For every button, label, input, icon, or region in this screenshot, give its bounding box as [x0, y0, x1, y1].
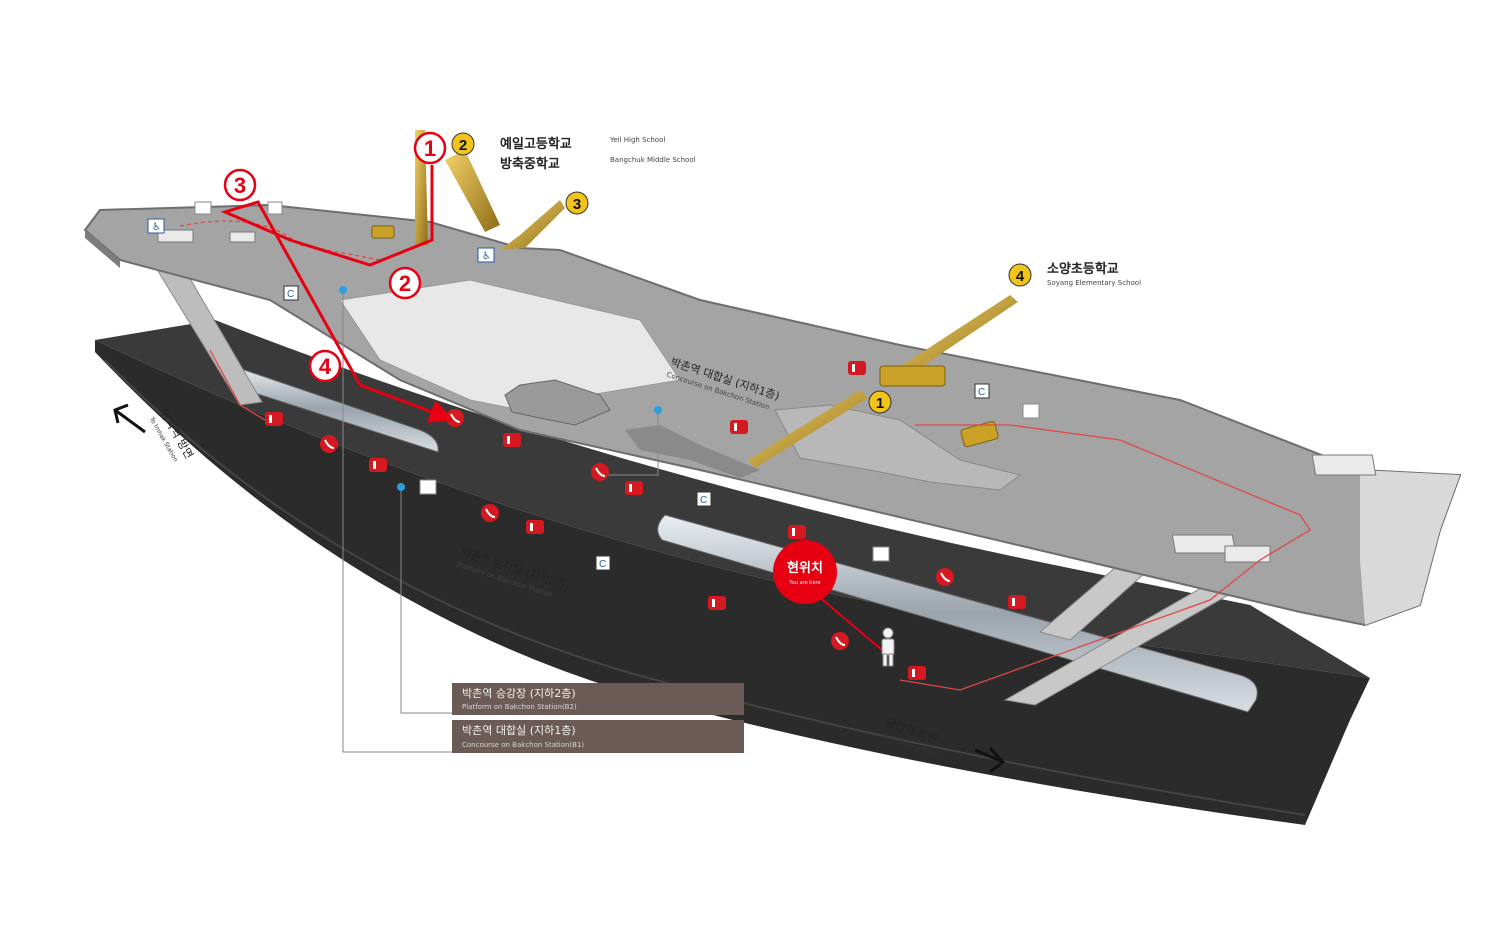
elevator-icon: ♿ [477, 247, 495, 263]
fire-extinguisher-icon [625, 481, 643, 495]
route-marker-3: 3 [223, 168, 257, 202]
platform-level [95, 320, 1370, 825]
telephone-icon [446, 409, 464, 427]
you-are-here-sub: You are here [788, 580, 820, 586]
svg-text:♿: ♿ [482, 251, 491, 262]
exit-2-name-en: Yeil High School [609, 136, 665, 144]
route-marker-1-label: 1 [424, 136, 436, 161]
telephone-icon [320, 435, 338, 453]
telephone-icon [831, 632, 849, 650]
telephone-icon [936, 568, 954, 586]
phone-booth-icon: C [974, 383, 990, 399]
exit-4-number: 4 [1016, 268, 1025, 285]
route-marker-2-label: 2 [399, 271, 411, 296]
exit-1-number: 1 [876, 395, 884, 412]
exit-badges: 1 2 3 4 [451, 132, 1032, 414]
svg-text:C: C [700, 495, 707, 506]
fire-extinguisher-icon [503, 433, 521, 447]
fire-extinguisher-icon [908, 666, 926, 680]
fire-extinguisher-icon [1008, 595, 1026, 609]
elevator-icon: ♿ [147, 218, 165, 234]
route-marker-2: 2 [388, 266, 422, 300]
exit-badge-4: 4 [1008, 263, 1032, 287]
legend-concourse: 박촌역 대합실 (지하1층) Concourse on Bakchon Stat… [452, 720, 744, 753]
person-icon [881, 627, 895, 667]
fire-extinguisher-icon [265, 412, 283, 426]
restroom-icon [194, 201, 212, 215]
exit-stairs [371, 130, 1018, 468]
you-are-here-label: 현위치 [787, 560, 823, 576]
exit-badge-1: 1 [868, 390, 892, 414]
phone-booth-icon: C [283, 285, 299, 301]
restroom-icon [872, 546, 890, 562]
phone-booth-icon: C [595, 555, 611, 571]
legend-concourse-ko: 박촌역 대합실 (지하1층) [462, 723, 576, 737]
svg-text:C: C [287, 289, 294, 300]
exit-badge-2: 2 [451, 132, 475, 156]
exit-2-name: 예일고등학교 [500, 136, 572, 152]
legend-platform: 박촌역 승강장 (지하2층) Platform on Bakchon Stati… [452, 683, 744, 715]
exit-badge-3: 3 [565, 191, 589, 215]
exit-3-name-en: Bangchuk Middle School [610, 156, 696, 164]
fire-extinguisher-icon [526, 520, 544, 534]
route-marker-3-label: 3 [234, 173, 246, 198]
concourse-level [83, 203, 1462, 627]
restroom-icon [267, 201, 283, 215]
legend-leader-lines [339, 286, 662, 753]
exit-3-number: 3 [573, 196, 581, 213]
legend-platform-ko: 박촌역 승강장 (지하2층) [462, 686, 576, 700]
telephone-icon [591, 463, 609, 481]
fire-extinguisher-icon [730, 420, 748, 434]
svg-text:C: C [978, 387, 985, 398]
route-marker-4-label: 4 [319, 354, 332, 379]
restroom-icon [1022, 403, 1040, 419]
restroom-icon [419, 479, 437, 495]
you-are-here-marker: 현위치 You are here [773, 540, 895, 667]
arrow-left-icon [113, 403, 146, 434]
fire-extinguisher-icon [848, 361, 866, 375]
train-left [229, 364, 439, 453]
fire-extinguisher-icon [708, 596, 726, 610]
pillar [149, 257, 1292, 706]
phone-booth-icon: C [696, 491, 712, 507]
exit-4-name: 소양초등학교 [1047, 261, 1119, 277]
exit-3-name: 방축중학교 [500, 156, 560, 172]
route-markers: 1 2 3 4 [223, 131, 447, 383]
info-icons: ♿ ♿ C C C C [147, 201, 1040, 571]
svg-text:♿: ♿ [152, 222, 161, 233]
arrow-right-icon [974, 746, 1006, 774]
legend-concourse-en: Concourse on Bakchon Station(B1) [462, 741, 584, 749]
exit-2-number: 2 [459, 137, 467, 154]
telephone-icon [481, 504, 499, 522]
exit-4-name-en: Soyang Elementary School [1047, 279, 1141, 287]
legend-platform-en: Platform on Bakchon Station(B2) [462, 703, 577, 711]
route-marker-4: 4 [308, 349, 342, 383]
fire-extinguisher-icon [788, 525, 806, 539]
route-marker-1: 1 [413, 131, 447, 165]
svg-text:C: C [599, 559, 606, 570]
route-path [220, 165, 454, 423]
fire-extinguisher-icon [369, 458, 387, 472]
facility-icons [265, 361, 1026, 680]
exit-labels: 예일고등학교 Yeil High School 방축중학교 Bangchuk M… [500, 136, 1141, 287]
